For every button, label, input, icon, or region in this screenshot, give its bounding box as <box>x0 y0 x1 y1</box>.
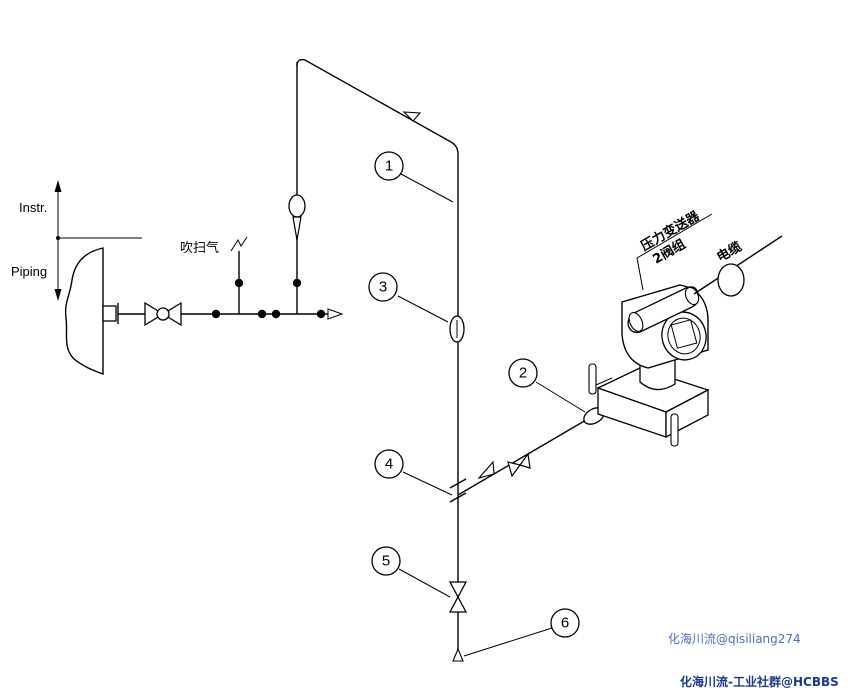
boundary-marker <box>54 180 142 301</box>
root-nozzle <box>102 303 145 324</box>
callout-4: 4 <box>385 456 393 473</box>
weld-points <box>211 278 326 319</box>
purge-air-label: 吹扫气 <box>180 240 219 256</box>
header-end-cap <box>327 308 344 320</box>
watermark-1: 化海川流@qisiliang274 <box>668 631 801 646</box>
callout-1: 1 <box>385 158 393 175</box>
cable-marker <box>717 263 745 297</box>
watermark-2: 化海川流-工业社群@HCBBS <box>680 674 839 689</box>
callout-6: 6 <box>561 615 569 632</box>
cable-label: 电缆 <box>714 239 745 266</box>
cable-line <box>693 235 783 295</box>
root-valve <box>144 301 182 327</box>
drain-end-cap <box>452 647 464 662</box>
instr-label: Instr. <box>19 200 47 215</box>
callout-5: 5 <box>382 553 390 570</box>
callout-2: 2 <box>519 365 527 382</box>
flow-arrow-top <box>402 111 422 122</box>
pressure-transmitter <box>588 284 710 447</box>
impulse-line-top <box>296 58 459 656</box>
branch-valve <box>507 452 531 478</box>
callout-3: 3 <box>379 279 387 296</box>
drain-valve <box>448 581 468 613</box>
piping-label: Piping <box>11 264 47 279</box>
flow-arrow-branch <box>477 460 495 479</box>
branch-tee <box>449 478 467 503</box>
purge-air-break-icon <box>230 236 248 252</box>
upper-seal-fitting <box>288 194 306 241</box>
transmitter-leader <box>636 213 713 291</box>
process-pipe <box>64 247 104 375</box>
